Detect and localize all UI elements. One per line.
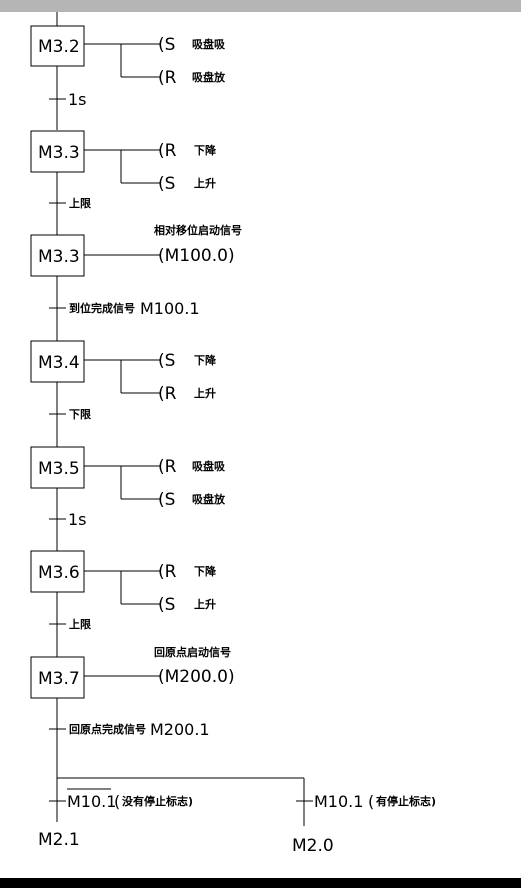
transition-label: 下限	[69, 407, 91, 421]
action-coil: (M200.0)	[158, 667, 235, 687]
action-note: 相对移位启动信号	[154, 223, 242, 237]
step-label: M3.5	[38, 459, 80, 479]
transition-label: 到位完成信号	[69, 301, 135, 315]
action-coil: (R	[158, 68, 177, 88]
connector-lines	[49, 12, 313, 826]
action-label: 上升	[194, 386, 216, 400]
action-coil: (R	[158, 562, 177, 582]
action-coil: (R	[158, 141, 177, 161]
step-box	[30, 446, 85, 489]
transition-condition: M100.1	[140, 299, 200, 318]
action-label: 吸盘放	[192, 70, 226, 84]
branch-target: M2.1	[38, 830, 80, 850]
action-label: 上升	[194, 597, 216, 611]
transition-condition: M200.1	[150, 720, 210, 739]
action-coil: (S	[158, 351, 175, 371]
action-label: 吸盘放	[192, 492, 226, 506]
step-label: M3.2	[38, 37, 80, 57]
step-box	[30, 550, 85, 593]
action-coil: (S	[158, 490, 175, 510]
branch-condition: M10.1	[67, 792, 116, 811]
action-coil: (S	[158, 174, 175, 194]
step-box	[30, 25, 85, 67]
action-label: 下降	[194, 564, 217, 578]
step-label: M3.3	[38, 143, 80, 163]
step-box	[30, 340, 85, 383]
step-label: M3.4	[38, 353, 80, 373]
branch-target: M2.0	[292, 836, 334, 856]
transition-label: 上限	[69, 196, 91, 210]
action-coil: (R	[158, 457, 177, 477]
step-label: M3.6	[38, 563, 80, 583]
branch-note: 没有停止标志)	[122, 794, 193, 808]
action-coil: (S	[158, 35, 175, 55]
action-label: 下降	[194, 353, 217, 367]
step-box	[30, 130, 85, 173]
action-coil: (R	[158, 384, 177, 404]
action-note: 回原点启动信号	[154, 645, 231, 659]
bottom-bar	[0, 878, 521, 888]
transition-label: 回原点完成信号	[69, 722, 146, 736]
step-label: M3.7	[38, 669, 80, 689]
action-label: 下降	[194, 143, 217, 157]
action-label: 吸盘吸	[192, 37, 226, 51]
step-box	[30, 656, 85, 699]
action-label: 上升	[194, 176, 216, 190]
step-boxes	[30, 25, 85, 699]
step-label: M3.3	[38, 247, 80, 267]
branch-paren: (	[368, 792, 374, 811]
transition-label: 上限	[69, 617, 91, 631]
action-coil: (S	[158, 595, 175, 615]
action-coil: (M100.0)	[158, 246, 235, 266]
action-label: 吸盘吸	[192, 459, 226, 473]
branch-note: 有停止标志)	[376, 794, 436, 808]
transition-condition: 1s	[68, 90, 87, 109]
branch-paren: (	[114, 792, 120, 811]
transition-condition: 1s	[68, 510, 87, 529]
step-box	[30, 234, 85, 277]
branch-condition: M10.1	[314, 792, 363, 811]
top-toolbar-strip	[0, 0, 521, 12]
